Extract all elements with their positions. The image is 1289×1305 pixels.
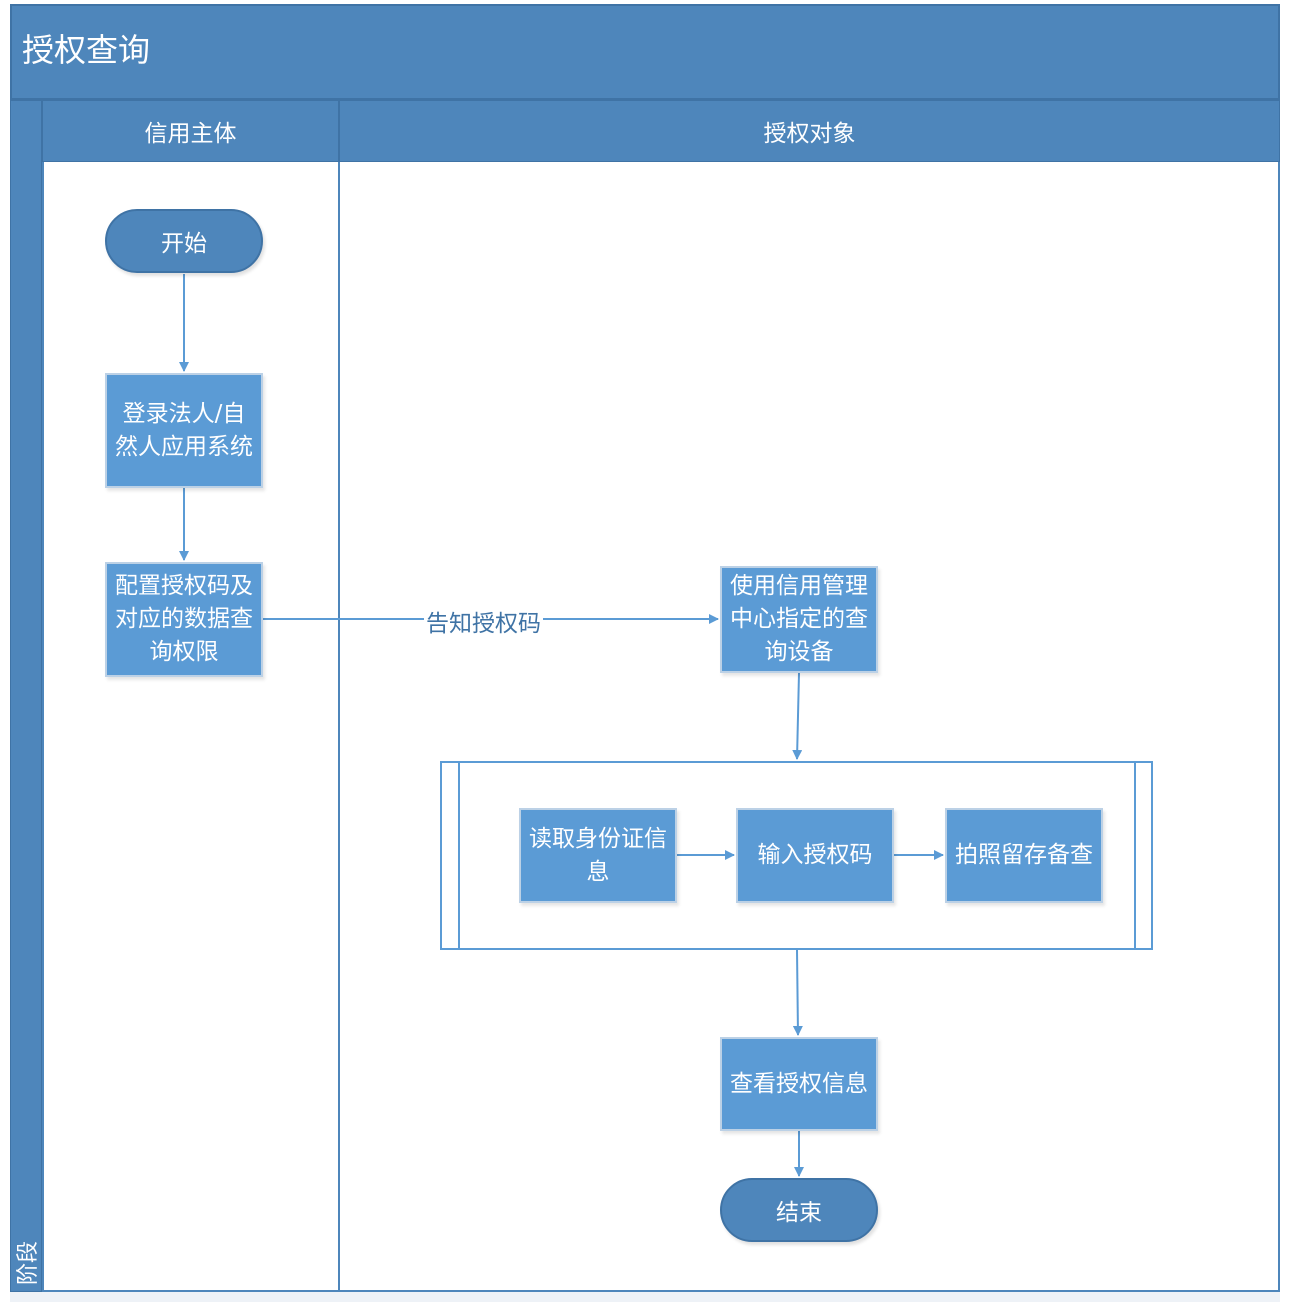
process-login: 登录法人/自然人应用系统	[105, 373, 263, 488]
process-photo-label: 拍照留存备查	[955, 842, 1093, 868]
process-configure-code-label: 配置授权码及对应的数据查询权限	[115, 573, 253, 665]
diagram-title: 授权查询	[22, 31, 151, 69]
lane-header-authorized-party: 授权对象	[339, 100, 1280, 162]
process-view-auth: 查看授权信息	[720, 1037, 878, 1131]
subprocess-left-rule	[458, 761, 460, 950]
process-configure-code: 配置授权码及对应的数据查询权限	[105, 562, 263, 677]
connector-device-to-subprocess	[792, 672, 803, 760]
lane-header-credit-subject: 信用主体	[42, 100, 339, 162]
process-read-id-label: 读取身份证信息	[529, 825, 667, 885]
start-node: 开始	[105, 209, 263, 273]
connector-subprocess-to-view	[792, 949, 803, 1036]
process-photo: 拍照留存备查	[945, 808, 1103, 903]
end-node: 结束	[720, 1178, 878, 1242]
stage-column	[10, 100, 42, 1292]
process-enter-code: 输入授权码	[736, 808, 894, 903]
process-enter-code-label: 输入授权码	[757, 842, 873, 868]
diagram-title-bar	[10, 4, 1280, 100]
process-view-auth-label: 查看授权信息	[730, 1070, 868, 1097]
process-use-device: 使用信用管理中心指定的查询设备	[720, 566, 878, 673]
diagram-shadow	[10, 1292, 1280, 1302]
process-login-label: 登录法人/自然人应用系统	[115, 400, 253, 460]
subprocess-right-rule	[1134, 761, 1136, 950]
lane-credit-subject	[42, 162, 340, 1292]
edge-label-notify-code: 告知授权码	[424, 604, 543, 638]
end-node-label: 结束	[776, 1200, 822, 1226]
process-read-id: 读取身份证信息	[519, 808, 677, 903]
process-use-device-label: 使用信用管理中心指定的查询设备	[730, 573, 868, 665]
start-node-label: 开始	[161, 231, 207, 257]
